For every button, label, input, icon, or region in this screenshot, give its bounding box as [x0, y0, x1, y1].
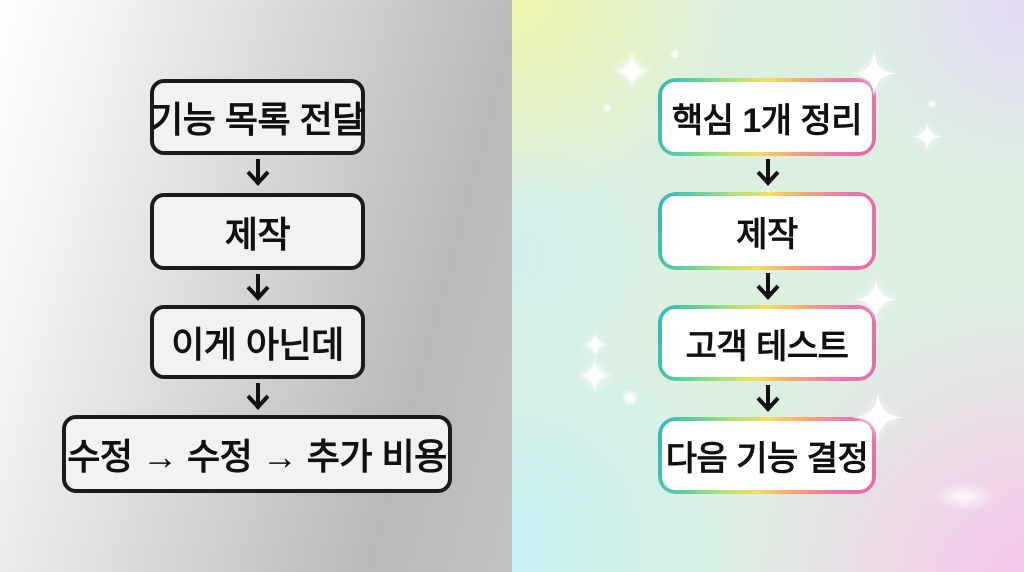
before-step-1-box: 기능 목록 전달	[150, 79, 365, 155]
sparkle-icon	[927, 99, 937, 109]
after-step-1-label: 핵심 1개 정리	[671, 101, 863, 140]
after-step-3-box: 고객 테스트	[658, 305, 876, 381]
down-arrow-icon	[755, 272, 781, 304]
after-step-4-label: 다음 기능 결정	[665, 440, 869, 478]
after-step-1-box: 핵심 1개 정리	[658, 78, 876, 156]
sparkle-icon	[670, 49, 680, 59]
before-step-3-label: 이게 아닌데	[171, 324, 344, 365]
down-arrow-icon	[245, 158, 271, 190]
before-step-3-box: 이게 아닌데	[150, 305, 365, 379]
before-step-4-box: 수정 → 수정 → 추가 비용	[62, 415, 452, 493]
after-step-4-box-inner: 다음 기능 결정	[662, 421, 872, 490]
before-step-2-box: 제작	[150, 193, 365, 270]
before-step-1-label: 기능 목록 전달	[150, 99, 365, 140]
down-arrow-icon	[245, 382, 271, 414]
after-step-3-label: 고객 테스트	[685, 327, 849, 366]
sparkle-icon	[577, 357, 613, 399]
sparkle-icon	[622, 390, 638, 406]
after-step-4-box: 다음 기능 결정	[658, 417, 876, 494]
after-step-1-box-inner: 핵심 1개 정리	[662, 82, 872, 152]
after-step-2-box-inner: 제작	[662, 196, 872, 266]
sparkle-icon	[612, 50, 652, 96]
before-step-4-label: 수정 → 수정 → 추가 비용	[67, 436, 447, 477]
before-step-2-label: 제작	[224, 213, 291, 255]
down-arrow-icon	[755, 384, 781, 416]
before-flow-panel: 기능 목록 전달 제작 이게 아닌데 수정 → 수정 → 추가 비용	[0, 0, 512, 572]
after-step-2-label: 제작	[736, 215, 798, 254]
after-step-3-box-inner: 고객 테스트	[662, 309, 872, 377]
sparkle-icon	[932, 482, 996, 512]
after-flow-panel: 핵심 1개 정리 제작 고객 테스트 다음 기능 결정	[512, 0, 1024, 572]
sparkle-icon	[582, 331, 608, 363]
sparkle-icon	[912, 121, 942, 157]
sparkle-icon	[602, 103, 612, 113]
after-step-2-box: 제작	[658, 192, 876, 270]
down-arrow-icon	[245, 273, 271, 305]
down-arrow-icon	[755, 158, 781, 190]
